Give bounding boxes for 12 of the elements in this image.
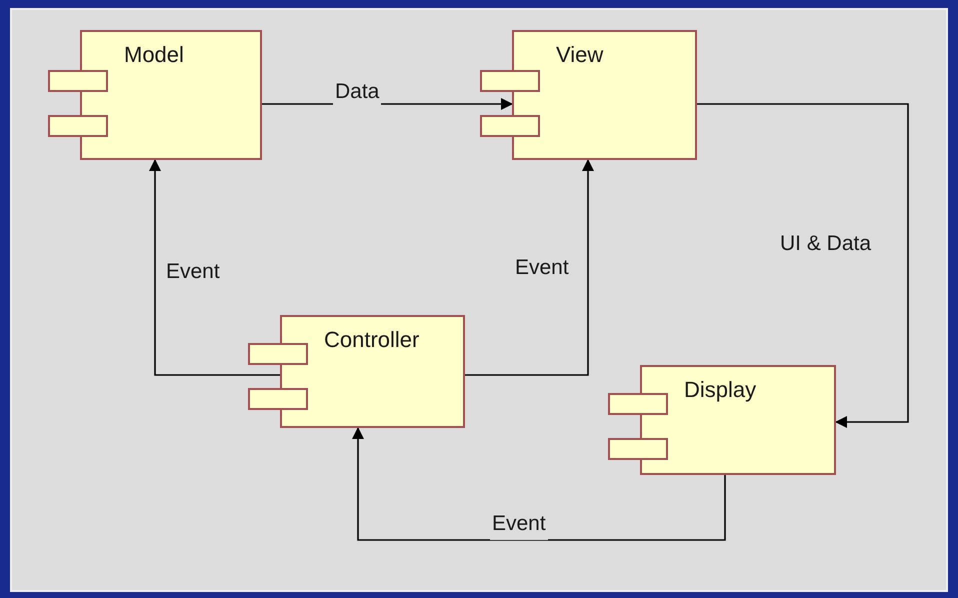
component-name: Display bbox=[684, 376, 756, 404]
arrow bbox=[465, 159, 594, 376]
arrow bbox=[149, 159, 280, 376]
arrow bbox=[697, 103, 909, 428]
component-box bbox=[512, 30, 697, 160]
component-box bbox=[280, 315, 465, 428]
component-name: View bbox=[556, 41, 604, 69]
component-name: Model bbox=[124, 41, 184, 69]
component-box bbox=[640, 365, 836, 475]
component-box bbox=[80, 30, 262, 160]
component-name: Controller bbox=[324, 326, 420, 354]
arrow bbox=[352, 427, 726, 541]
